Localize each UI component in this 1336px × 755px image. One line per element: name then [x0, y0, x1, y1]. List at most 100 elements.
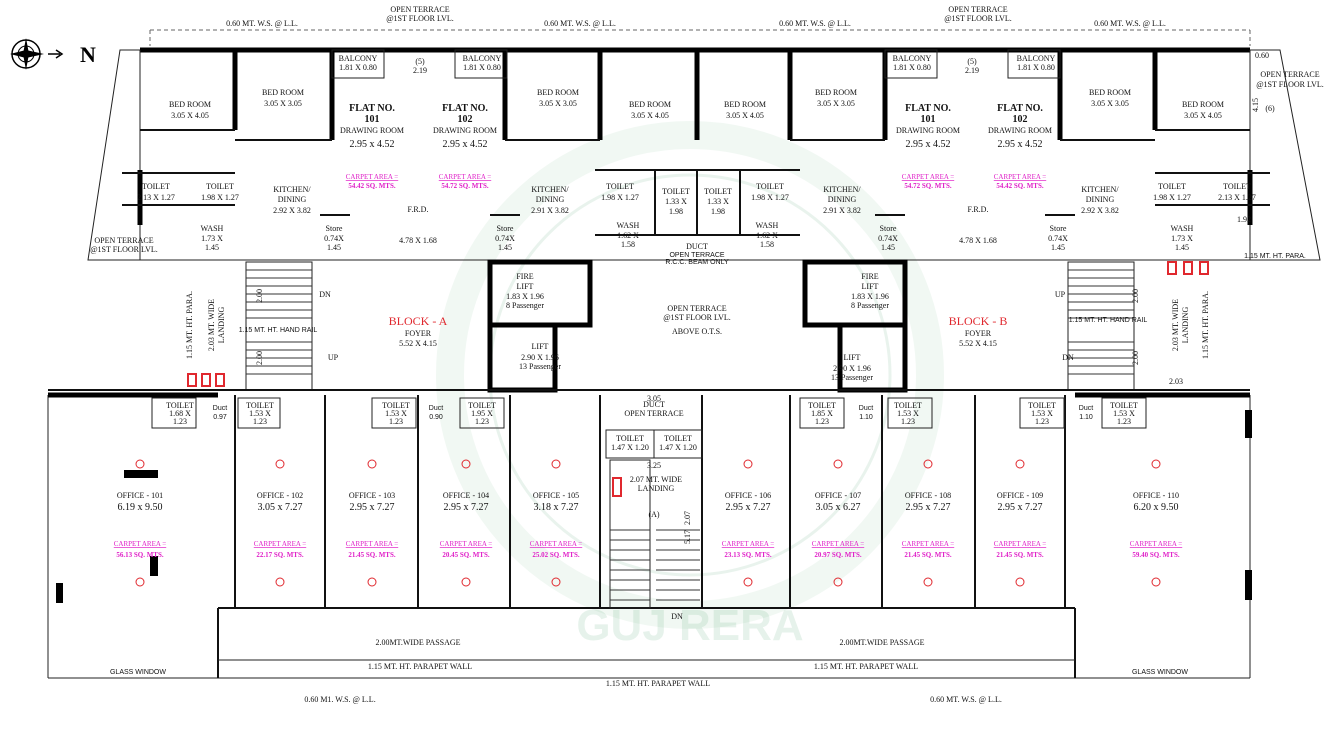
block-b-name: BLOCK - B	[949, 314, 1008, 328]
toilet-a3-size: 1.98 X 1.27	[601, 193, 639, 202]
office-carpet-label: CARPET AREA =	[812, 540, 864, 548]
wash-b2-size: 1.62 X	[756, 231, 778, 240]
kitchen-b1-label: KITCHEN/	[1081, 185, 1119, 194]
para-b: 1.15 MT. HT. PARA.	[1201, 291, 1210, 359]
flat-b102-no: 102	[1013, 114, 1028, 125]
flat-titles: FLAT NO. 101 DRAWING ROOM 2.95 x 4.52 CA…	[340, 103, 1052, 190]
north-compass-icon: N	[10, 38, 96, 70]
residential-floor-walls	[87, 47, 1321, 261]
flat-b102-room: DRAWING ROOM	[988, 126, 1052, 135]
flat-b101-size: 2.95 x 4.52	[906, 139, 951, 150]
office-carpet-label: CARPET AREA =	[440, 540, 492, 548]
otoilet-5-size2: 1.23	[815, 417, 829, 426]
block-b-size: 5.52 X 4.15	[959, 339, 997, 348]
office-carpet-label: CARPET AREA =	[254, 540, 306, 548]
bed-room-6-label: BED ROOM	[815, 88, 857, 97]
kitchen-b1-size: 2.92 X 3.82	[1081, 206, 1119, 215]
otoilet-3-label: TOILET	[382, 401, 410, 410]
above-ots: ABOVE O.T.S.	[672, 327, 722, 336]
otoilet-6-label: TOILET	[894, 401, 922, 410]
light-point-icon	[1151, 459, 1161, 469]
oduct-3: Duct	[859, 405, 873, 412]
flat-a102-carpet: CARPET AREA =	[439, 173, 491, 181]
office-carpet-label: CARPET AREA =	[722, 540, 774, 548]
bed-room-2-label: BED ROOM	[262, 88, 304, 97]
toilet-b1-label: TOILET	[1223, 182, 1251, 191]
kitchen-a1-dining: DINING	[278, 195, 307, 204]
office-floor-walls	[47, 389, 1252, 679]
otoilet-3-size2: 1.23	[389, 417, 403, 426]
office-carpet-label: CARPET AREA =	[1130, 540, 1182, 548]
bed-room-2-size: 3.05 X 3.05	[264, 99, 302, 108]
flat-a102-no: 102	[458, 114, 473, 125]
bed-room-1-label: BED ROOM	[169, 100, 211, 109]
flat-b102-size: 2.95 x 4.52	[998, 139, 1043, 150]
light-point-icon	[367, 459, 377, 469]
kitchen-b1-dining: DINING	[1086, 195, 1115, 204]
ws-label-1: 0.60 MT. W.S. @ L.L.	[226, 19, 298, 28]
oduct-4-size: 1.10	[1079, 414, 1093, 421]
light-point-icon	[551, 577, 561, 587]
store-b1-size: 0.74X	[1048, 234, 1068, 243]
oduct-2: Duct	[429, 405, 443, 412]
otoilet-3-size: 1.53 X	[385, 409, 407, 418]
store-a1-label: Store	[326, 224, 343, 233]
light-point-icon	[923, 577, 933, 587]
ws-bottom-left: 0.60 M1. W.S. @ L.L.	[304, 695, 375, 704]
office-carpet-value: 20.45 SQ. MTS.	[442, 551, 490, 559]
landing-b2: LANDING	[1181, 307, 1190, 344]
otoilet-4-label: TOILET	[468, 401, 496, 410]
stair-a-dn: DN	[319, 290, 331, 299]
store-a1-size2: 1.45	[327, 243, 341, 252]
fire-lift-b-label: FIRE	[861, 272, 878, 281]
open-terrace-core: OPEN TERRACE	[667, 304, 726, 313]
passage-a-size: 4.78 X 1.68	[399, 236, 437, 245]
balcony-size-1: 1.81 X 0.80	[339, 63, 377, 72]
otoilet-5-size: 1.85 X	[811, 409, 833, 418]
top-ws-line: 0.60 MT. W.S. @ L.L. 0.60 MT. W.S. @ L.L…	[149, 5, 1251, 46]
light-point-icon	[743, 577, 753, 587]
kitchen-a1-label: KITCHEN/	[273, 185, 311, 194]
bed-room-8-size: 3.05 X 4.05	[1184, 111, 1222, 120]
wash-b2-label: WASH	[756, 221, 779, 230]
bed-room-5-label: BED ROOM	[724, 100, 766, 109]
cstair-207: 2.07	[683, 511, 692, 525]
office-size: 3.18 x 7.27	[534, 502, 579, 513]
flat-b101-no: 101	[921, 114, 936, 125]
lift-b-cap: 13 Passenger	[831, 373, 873, 382]
balcony-label-2: BALCONY	[463, 54, 502, 63]
open-terrace-left-lvl: @1ST FLOOR LVL.	[90, 245, 158, 254]
glass-window-right: GLASS WINDOW	[1132, 669, 1188, 676]
wash-a1-size: 1.73 X	[201, 234, 223, 243]
dim-219-a: 2.19	[413, 66, 427, 75]
office-carpet-label: CARPET AREA =	[346, 540, 398, 548]
oduct-3-size: 1.10	[859, 414, 873, 421]
office-size: 2.95 x 7.27	[726, 502, 771, 513]
stair-a-w2: 2.00	[255, 351, 264, 365]
open-terrace-top-b-lvl: @1ST FLOOR LVL.	[944, 14, 1012, 23]
toilet-a2-size: 1.98 X 1.27	[201, 193, 239, 202]
store-a1-size: 0.74X	[324, 234, 344, 243]
wash-b2-size2: 1.58	[760, 240, 774, 249]
office-name: OFFICE - 106	[725, 491, 771, 500]
oduct-1: Duct	[213, 405, 227, 412]
kitchen-a1-size: 2.92 X 3.82	[273, 206, 311, 215]
fire-lift-b-cap: 8 Passenger	[851, 301, 889, 310]
block-a-name: BLOCK - A	[389, 314, 448, 328]
dim-060: 0.60	[1255, 51, 1269, 60]
toilet-b2-size: 1.98 X 1.27	[1153, 193, 1191, 202]
otoilet-7-size2: 1.23	[1035, 417, 1049, 426]
dim-219-b: 2.19	[965, 66, 979, 75]
ctoilet-1-label: TOILET	[616, 434, 644, 443]
lift-a-label: LIFT	[532, 342, 549, 351]
oduct-1-size: 0.97	[213, 414, 227, 421]
kitchen-a2-label: KITCHEN/	[531, 185, 569, 194]
otoilet-8-size2: 1.23	[1117, 417, 1131, 426]
ws-bottom-right: 0.60 MT. W.S. @ L.L.	[930, 695, 1002, 704]
toilet-b3-label: TOILET	[756, 182, 784, 191]
light-point-icon	[275, 459, 285, 469]
light-point-icon	[135, 577, 145, 587]
otoilet-5-label: TOILET	[808, 401, 836, 410]
oduct-4: Duct	[1079, 405, 1093, 412]
cstair-305: 3.05	[647, 394, 661, 403]
